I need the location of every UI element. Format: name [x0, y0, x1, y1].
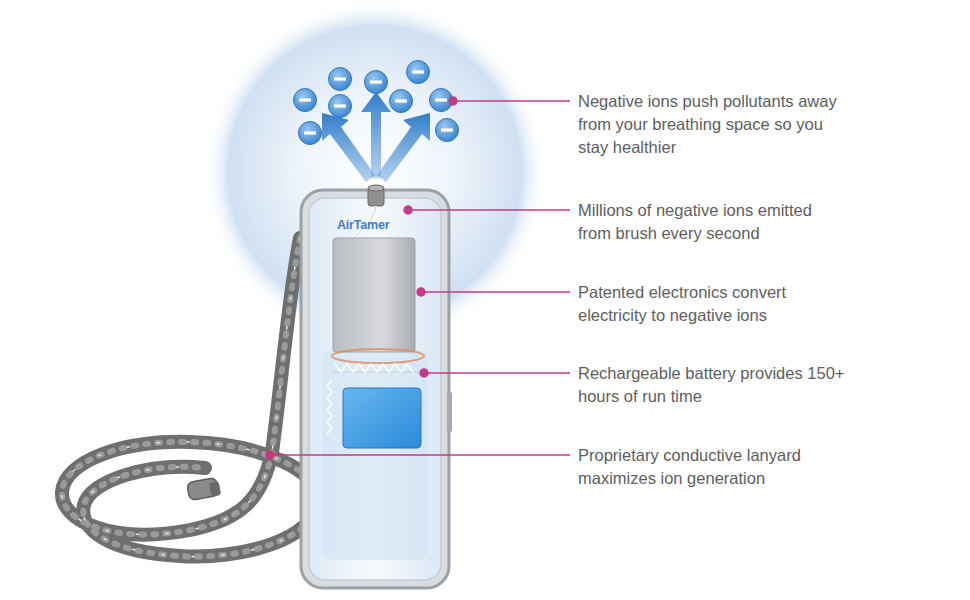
- callout-text: Patented electronics convert electricity…: [578, 281, 846, 327]
- brand-text: AirTamer: [337, 218, 389, 232]
- ion: [294, 89, 317, 112]
- callout-text: Proprietary conductive lanyard maximizes…: [578, 444, 846, 490]
- ion: [299, 122, 322, 145]
- callout-text: Negative ions push pollutants away from …: [578, 90, 846, 159]
- ion: [436, 119, 459, 142]
- lanyard: [62, 238, 318, 557]
- callout-text: Millions of negative ions emitted from b…: [578, 199, 846, 245]
- device-housing: [301, 190, 452, 588]
- leader-lines: [266, 97, 570, 459]
- ion-arrows: [322, 92, 430, 182]
- ion: [390, 90, 413, 113]
- callout-text: Rechargeable battery provides 150+ hours…: [578, 362, 846, 408]
- ion: [365, 71, 388, 94]
- ion: [329, 68, 352, 91]
- ion: [407, 61, 430, 84]
- battery: [343, 388, 421, 448]
- negative-ions: [294, 61, 459, 145]
- ion: [329, 95, 352, 118]
